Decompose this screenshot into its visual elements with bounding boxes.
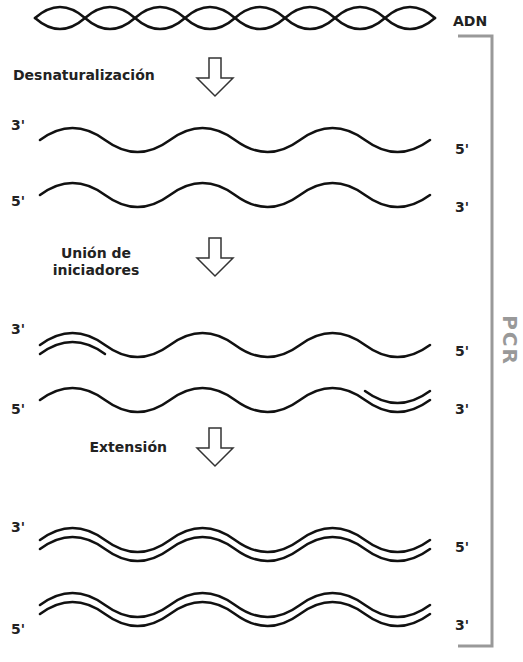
primer — [365, 391, 430, 403]
strand-end: 3' — [11, 321, 25, 339]
dna-helix-strand — [35, 7, 435, 29]
strand-end: 3' — [455, 401, 469, 419]
step-label: Desnaturalización — [13, 67, 155, 85]
strand-end: 3' — [455, 199, 469, 217]
strand-end: 3' — [11, 117, 25, 135]
dna-strand — [40, 388, 430, 412]
strand-end: 3' — [455, 617, 469, 635]
dna-strand — [40, 128, 430, 152]
strand-end: 5' — [455, 343, 469, 361]
new-strand — [40, 537, 430, 561]
dna-helix-strand — [35, 7, 435, 29]
primer — [40, 342, 105, 354]
new-strand — [40, 602, 430, 626]
step-label: Unión de iniciadores — [36, 245, 156, 280]
strand-end: 5' — [11, 193, 25, 211]
strand-end: 3' — [11, 519, 25, 537]
dna-strand — [40, 333, 430, 357]
step-arrow — [197, 58, 233, 96]
strand-end: 5' — [11, 401, 25, 419]
dna-strand — [40, 183, 430, 207]
step-arrow — [197, 238, 233, 276]
step-arrow — [197, 428, 233, 466]
strand-end: 5' — [455, 539, 469, 557]
bracket-label: PCR — [496, 315, 521, 366]
strand-end: 5' — [11, 621, 25, 639]
strand-end: 5' — [455, 141, 469, 159]
step-label: Extensión — [90, 439, 167, 457]
molecule-label: ADN — [453, 13, 487, 31]
